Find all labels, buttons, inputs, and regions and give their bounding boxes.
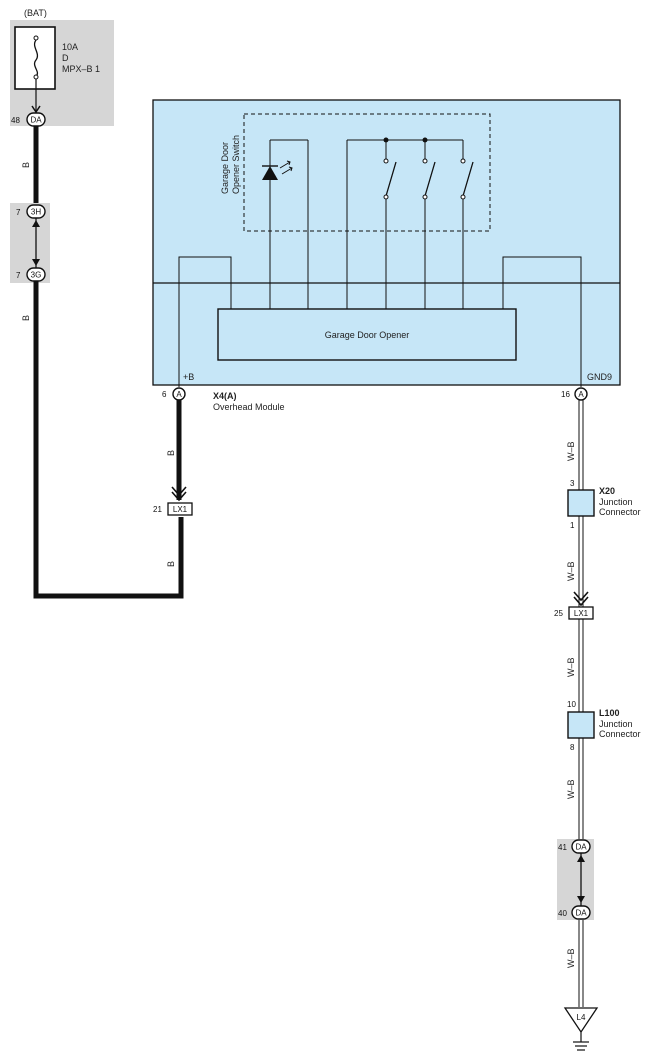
connector-lx1-25 [568, 606, 594, 620]
garage-door-opener-switch [243, 113, 491, 232]
module-plus-b-label: +B [183, 372, 194, 382]
fuse-terminal-top [33, 35, 39, 41]
x20-pin-in: 3 [570, 479, 575, 488]
ground-code: L4 [577, 1013, 586, 1022]
l100-pin-out: 8 [570, 743, 575, 752]
chevron-down-icon [573, 591, 589, 607]
connector-lx1-25-pin: 25 [554, 609, 563, 618]
module-id: X4(A) [213, 391, 237, 401]
fuse-terminal-bottom [33, 74, 39, 80]
connector-3h-code: 3H [31, 208, 41, 217]
module-plus-b-wire [178, 256, 232, 387]
connector-lx1-21-code: LX1 [173, 505, 188, 514]
switch-label-2: Opener Switch [231, 135, 241, 194]
wire-color-wb-4: W–B [566, 779, 576, 799]
junction-connector-x20 [567, 489, 595, 517]
garage-door-opener [217, 308, 517, 361]
l100-desc-2: Connector [599, 729, 641, 739]
x20-id: X20 [599, 486, 615, 496]
arrow-up-icon [577, 855, 585, 862]
switch-2-blade [424, 161, 436, 197]
x20-pin-out: 1 [570, 521, 575, 530]
wire-b-return [33, 281, 184, 599]
connector-da-40-pin: 40 [558, 909, 567, 918]
wire-color-wb-3: W–B [566, 657, 576, 677]
wire-color-b-3: B [166, 450, 176, 456]
connector-x4-pin-16-code: A [578, 390, 584, 399]
connector-x4-pin-16 [574, 387, 588, 401]
connector-da-40 [571, 905, 591, 920]
arrow-down-icon [577, 896, 585, 903]
connector-x4-pin-6-code: A [176, 390, 182, 399]
connector-da-40-code: DA [575, 909, 587, 918]
ground-icon [573, 1041, 589, 1051]
connector-da-48-code: DA [30, 116, 42, 125]
fuse-name: MPX–B 1 [62, 64, 100, 74]
wire-color-b-1: B [21, 162, 31, 168]
l100-desc-1: Junction [599, 719, 633, 729]
battery-label: (BAT) [24, 8, 47, 18]
switch-3-contact-bottom [460, 194, 466, 200]
connector-lx1-21 [167, 502, 193, 516]
connector-3g-code: 3G [31, 271, 42, 280]
connector-x4-pin-6-number: 6 [162, 390, 167, 399]
wire-color-wb-2: W–B [566, 561, 576, 581]
x20-desc-2: Connector [599, 507, 641, 517]
connector-da-41 [571, 839, 591, 854]
wire-color-wb-1: W–B [566, 441, 576, 461]
fuse-icon [33, 39, 39, 77]
switch-3-contact-top [460, 158, 466, 164]
junction-connector-l100 [567, 711, 595, 739]
connector-3g-pin: 7 [16, 271, 21, 280]
switch-1-contact-top [383, 158, 389, 164]
arrow-down-icon [31, 105, 41, 114]
l100-id: L100 [599, 708, 620, 718]
module-gnd-wire [502, 256, 582, 387]
fuse-line2: D [62, 53, 69, 63]
switch-1-blade [385, 161, 397, 197]
connector-da-48-pin: 48 [11, 116, 20, 125]
connector-x4-pin-16-number: 16 [561, 390, 570, 399]
chevron-down-icon [171, 486, 187, 502]
switch-2-contact-top [422, 158, 428, 164]
switch-3-blade [462, 161, 474, 197]
opener-label: Garage Door Opener [325, 330, 410, 340]
light-emission-icon [279, 160, 293, 175]
module-name: Overhead Module [213, 402, 285, 412]
arrow-down-icon [32, 259, 40, 266]
connector-lx1-25-code: LX1 [574, 609, 589, 618]
connector-da-41-code: DA [575, 843, 587, 852]
wire-color-b-2: B [21, 315, 31, 321]
wire-color-b-4: B [166, 561, 176, 567]
fuse-rating: 10A [62, 42, 78, 52]
connector-da-41-pin: 41 [558, 843, 567, 852]
switch-2-contact-bottom [422, 194, 428, 200]
switch-label-1: Garage Door [220, 142, 230, 194]
l100-pin-in: 10 [567, 700, 576, 709]
arrow-up-icon [32, 220, 40, 227]
wire-color-wb-5: W–B [566, 948, 576, 968]
connector-3h-pin: 7 [16, 208, 21, 217]
module-gnd-label: GND9 [587, 372, 612, 382]
switch-1-contact-bottom [383, 194, 389, 200]
connector-lx1-21-pin: 21 [153, 505, 162, 514]
x20-desc-1: Junction [599, 497, 633, 507]
ground-point-l4 [563, 1007, 599, 1034]
led-icon [262, 166, 278, 180]
